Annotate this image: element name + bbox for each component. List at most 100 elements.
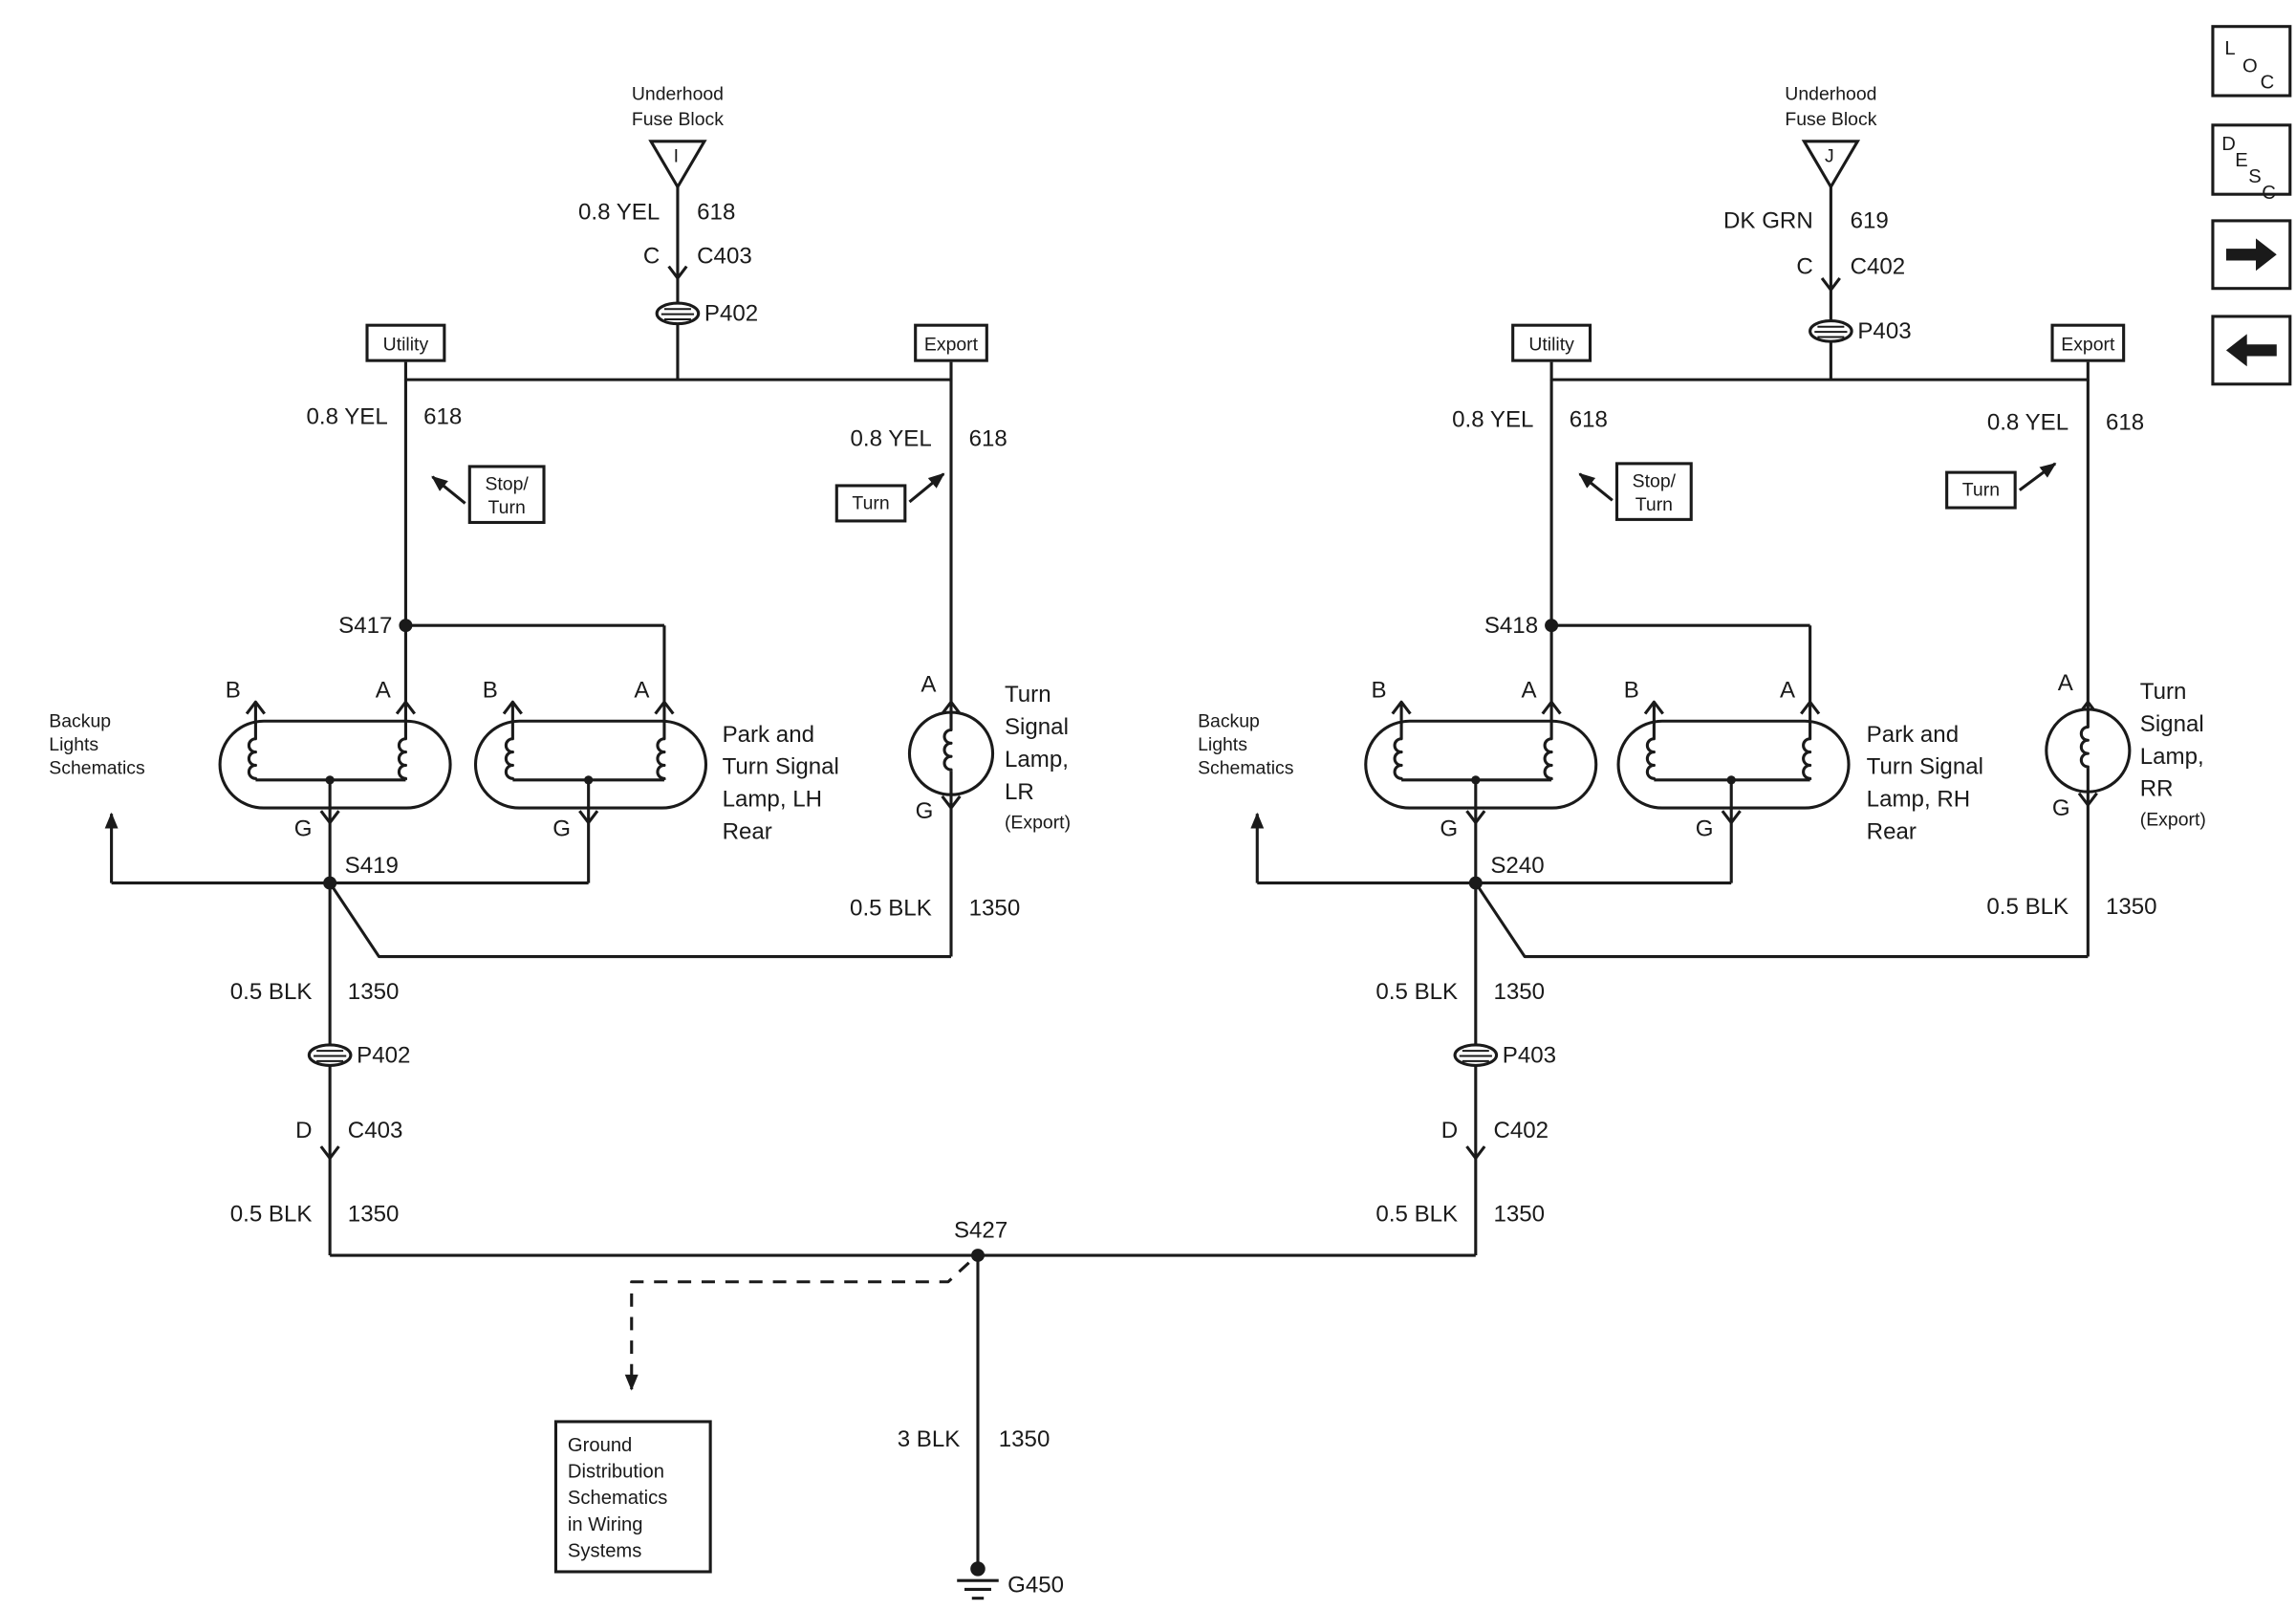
component-label: Lamp, LH xyxy=(723,787,822,813)
circuit-number: 618 xyxy=(423,403,462,429)
connector-chevron-icon xyxy=(667,265,688,280)
component-label: Lamp, xyxy=(1005,747,1069,772)
grommet-label: P403 xyxy=(1857,318,1911,344)
wire-label: 3 BLK xyxy=(898,1426,961,1452)
stop-turn-tag-box xyxy=(467,465,546,524)
forward-button[interactable] xyxy=(2211,219,2292,291)
ground-distribution-ref: Distribution xyxy=(568,1462,664,1483)
terminal-letter: G xyxy=(294,816,313,841)
splice-dot xyxy=(323,876,337,890)
terminal-letter: G xyxy=(916,798,934,824)
export-tag: Export xyxy=(2061,335,2115,355)
back-button[interactable] xyxy=(2211,315,2292,386)
circuit-number: 1350 xyxy=(2106,894,2157,920)
terminal-letter: A xyxy=(634,678,649,704)
export-ground-wire xyxy=(1474,881,2089,959)
wire-label: 0.5 BLK xyxy=(850,896,932,922)
circuit-number: 1350 xyxy=(1493,1202,1545,1228)
circuit-number: 618 xyxy=(697,199,735,225)
export-ground-wire xyxy=(328,881,952,959)
desc-button-box[interactable] xyxy=(2211,123,2292,196)
circuit-number: 1350 xyxy=(348,1202,400,1228)
stop-turn-tag: Stop/ xyxy=(1633,472,1677,492)
wire-label: 0.5 BLK xyxy=(230,979,313,1005)
fuse-triangle-letter: J xyxy=(1825,146,1834,166)
desc-button[interactable]: D E S C xyxy=(2211,123,2292,204)
wire-label: 0.5 BLK xyxy=(1375,979,1458,1005)
park-turn-lamp-rh-icon xyxy=(1616,719,1851,810)
left-option-split: Utility Export xyxy=(365,323,988,381)
ground-distribution-ref: in Wiring xyxy=(568,1514,643,1535)
ground-distribution-ref: Schematics xyxy=(568,1488,667,1509)
component-label: Turn xyxy=(2140,679,2187,705)
connector-label: C403 xyxy=(697,244,752,270)
stop-turn-tag-box xyxy=(1614,462,1693,521)
ground-distribution-ref: Ground xyxy=(568,1435,632,1456)
export-tag-box xyxy=(914,323,988,362)
stop-turn-arrow xyxy=(1578,472,1614,502)
component-label: LR xyxy=(1005,779,1034,805)
utility-tag-box xyxy=(365,323,446,362)
terminal-letter: A xyxy=(921,672,936,698)
stop-turn-tag: Turn xyxy=(488,498,526,518)
terminal-letter: C xyxy=(1796,253,1812,279)
loc-button-letter: O xyxy=(2242,56,2258,77)
park-turn-lamp-lh-icon xyxy=(218,719,452,810)
wire-label: 0.8 YEL xyxy=(1452,407,1533,433)
terminal-letter: A xyxy=(376,678,391,704)
park-turn-lamp-rh-icon xyxy=(1364,719,1598,810)
desc-button-letter: C xyxy=(2262,183,2276,204)
backup-lights-ref: Schematics xyxy=(1198,759,1293,779)
splice-dot xyxy=(399,619,413,633)
terminal-chevron-icon xyxy=(1541,700,1562,715)
component-label: Park and xyxy=(1867,722,1959,748)
option-split-wire xyxy=(1549,361,2090,381)
grommet-label: P403 xyxy=(1503,1042,1556,1068)
terminal-letter: G xyxy=(1440,816,1458,841)
wire-label: 0.8 YEL xyxy=(1987,410,2069,436)
fuse-triangle-icon xyxy=(648,140,707,190)
wire-label: 0.8 YEL xyxy=(578,199,660,225)
terminal-letter: B xyxy=(226,678,241,704)
ground-ref-dashed-wire xyxy=(624,1261,970,1391)
park-turn-lamp-rh-rear: B A G B A G Park and Turn Signal xyxy=(1364,678,1983,845)
component-label: Lamp, RH xyxy=(1867,787,1970,813)
connector-chevron-icon xyxy=(319,1145,340,1160)
backup-lights-ref: Schematics xyxy=(49,759,144,779)
terminal-letter: G xyxy=(552,816,571,841)
wire-label: 0.8 YEL xyxy=(851,426,932,452)
terminal-chevron-icon xyxy=(395,700,417,715)
right-option-split: Utility Export xyxy=(1511,323,2126,381)
utility-tag: Utility xyxy=(383,335,429,355)
terminal-letter: D xyxy=(295,1118,312,1143)
connector-chevron-icon xyxy=(1465,1145,1486,1160)
loc-button[interactable]: L O C xyxy=(2211,25,2292,98)
splice-label: S240 xyxy=(1490,853,1544,879)
turn-tag: Turn xyxy=(1962,481,2000,501)
backup-lights-ref: Backup xyxy=(1198,711,1260,731)
common-ground: S427 3 BLK 1350 G450 Ground Distribution… xyxy=(553,1218,1064,1600)
terminal-letter: A xyxy=(1780,678,1795,704)
park-turn-lamp-lh-rear: B A G B A G Park and Turn Signal xyxy=(218,678,839,845)
turn-tag-box xyxy=(834,484,907,523)
circuit-number: 1350 xyxy=(348,979,400,1005)
right-utility-branch: 0.8 YEL 618 Stop/ Turn S418 xyxy=(1452,380,1812,722)
fuse-triangle-letter: I xyxy=(674,146,679,166)
turn-arrow xyxy=(908,472,945,504)
loc-button-box[interactable] xyxy=(2211,25,2292,98)
wire-label: 0.8 YEL xyxy=(306,403,387,429)
export-tag-box xyxy=(2050,323,2126,362)
terminal-letter: A xyxy=(1521,678,1536,704)
component-label: Turn xyxy=(1005,682,1051,707)
grommet-label: P402 xyxy=(704,301,758,327)
component-note: (Export) xyxy=(1005,814,1071,834)
right-fuse-feed: Underhood Fuse Block J DK GRN 619 C C402… xyxy=(1723,85,1912,381)
component-label: Rear xyxy=(723,819,772,845)
terminal-letter: D xyxy=(1441,1118,1458,1143)
export-tag: Export xyxy=(924,335,979,355)
ground-label: G450 xyxy=(1007,1573,1064,1599)
component-label: Rear xyxy=(1867,819,1917,845)
backup-lights-ref: Lights xyxy=(49,735,98,755)
desc-button-letter: E xyxy=(2235,150,2247,171)
